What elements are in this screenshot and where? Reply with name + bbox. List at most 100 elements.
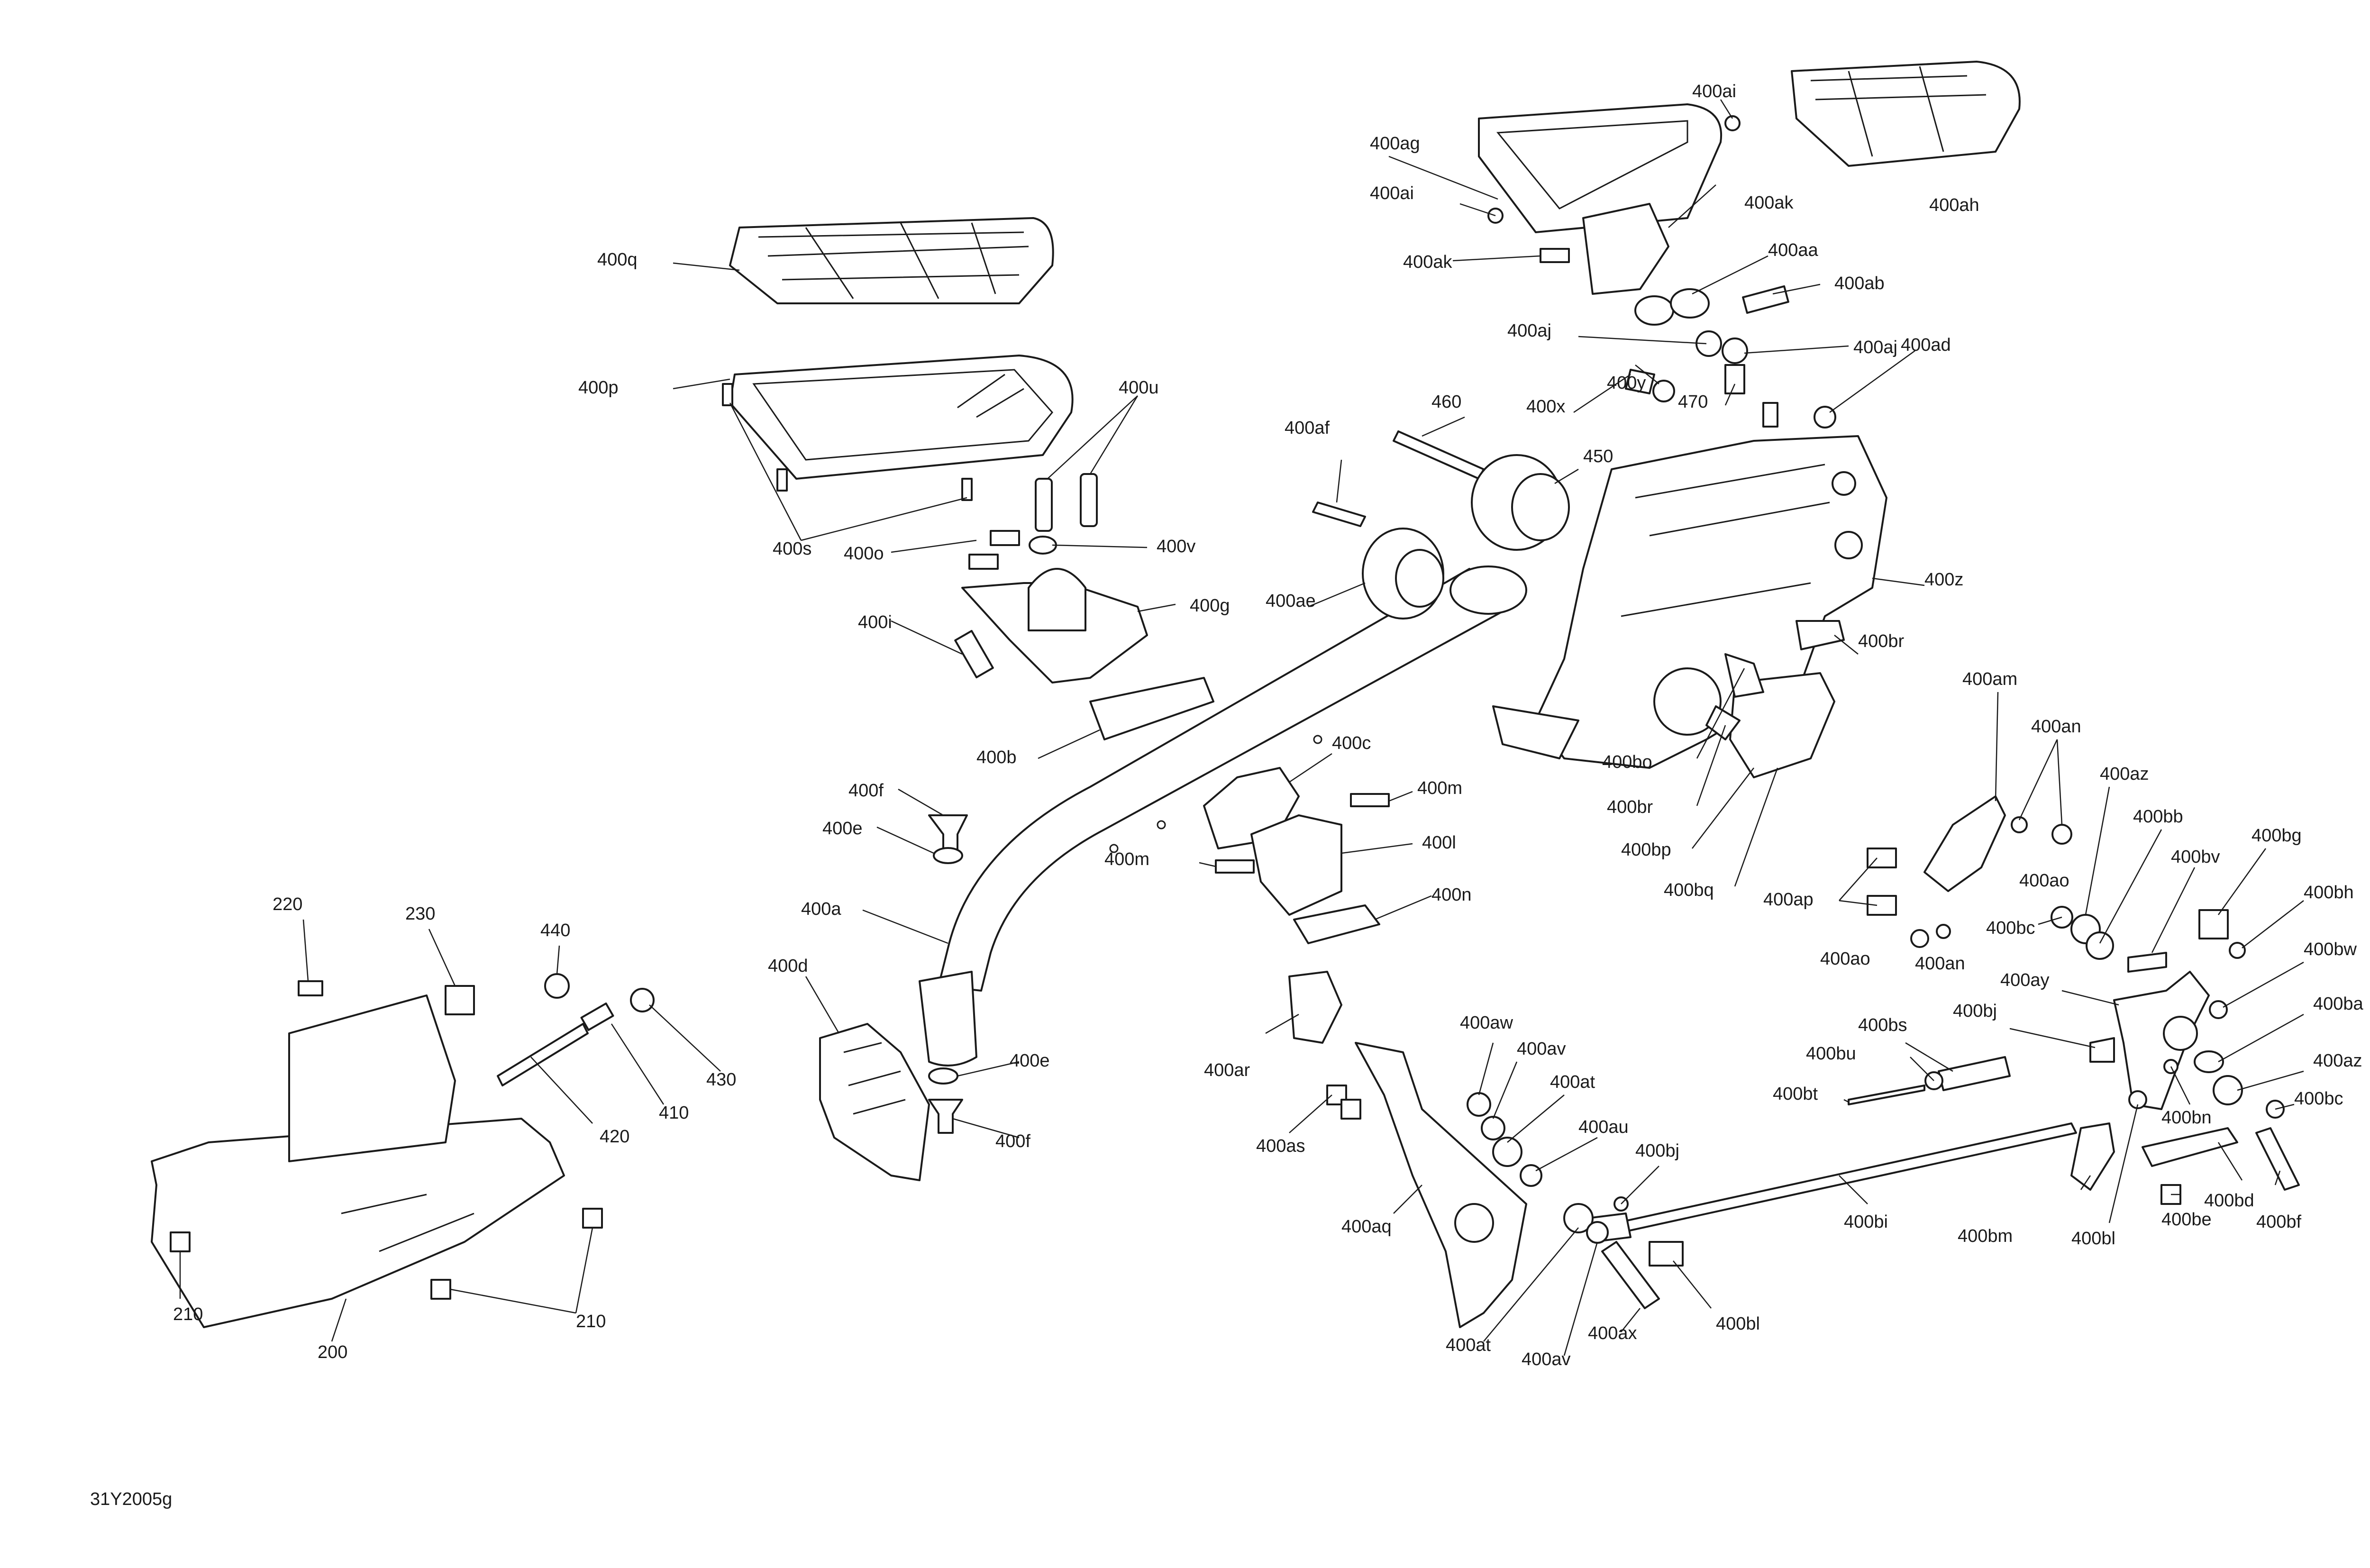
footrest-pad-400q: [729, 217, 1054, 304]
clip-230: [445, 985, 475, 1015]
callout-label: 400am: [1962, 669, 2017, 689]
callout-label: 220: [273, 894, 302, 914]
bolt-400u-b: [1080, 473, 1098, 527]
callout-label: 400be: [2161, 1210, 2212, 1230]
callout-label: 400ah: [1929, 195, 1979, 215]
bolt-470-b: [1762, 402, 1778, 428]
spacer-400ba: [2194, 1050, 2224, 1073]
callout-label: 400y: [1607, 373, 1646, 393]
screw-400br-b: [1705, 705, 1741, 740]
footrest-pad-400ah: [1791, 61, 2021, 167]
nut-400an-b: [1936, 924, 1951, 939]
callout-label: 400ak: [1403, 252, 1453, 272]
sleeve-400a-end: [919, 971, 977, 1067]
callout-label: 400bd: [2204, 1191, 2254, 1211]
callout-label: 210: [173, 1304, 203, 1324]
clamp-400l: [1250, 814, 1342, 916]
callout-label: 400bm: [1958, 1226, 2013, 1246]
link-400bd: [2142, 1127, 2238, 1167]
callout-label: 450: [1583, 447, 1613, 466]
bracket-400am: [1923, 795, 2006, 892]
callout-label: 400ai: [1692, 82, 1736, 101]
callout-label: 400bb: [2133, 807, 2183, 827]
pin-400ab: [1742, 285, 1789, 314]
nut-400bl-right: [2128, 1090, 2147, 1109]
callout-label: 400bl: [1716, 1314, 1760, 1334]
pedal-pad-400ar: [1288, 971, 1342, 1044]
screw-400m-a: [1350, 793, 1390, 807]
clip-400ap-b: [1867, 895, 1897, 916]
callout-label: 400f: [848, 781, 884, 801]
pedal-arm-400aq: [1355, 1042, 1527, 1328]
bracket-400d: [819, 1023, 930, 1181]
callout-label: 400ar: [1204, 1060, 1250, 1080]
bushing-400av: [1481, 1116, 1505, 1140]
clip-400ap-a: [1867, 848, 1897, 868]
footrest-frame-400p: [729, 355, 1074, 480]
callout-label: 400ai: [1370, 183, 1414, 203]
callout-label: 400bf: [2256, 1212, 2302, 1232]
spring-400bm: [2070, 1122, 2115, 1191]
callout-label: 400ax: [1588, 1323, 1637, 1343]
callout-label: 230: [405, 904, 435, 924]
callout-label: 400n: [1431, 885, 1472, 905]
callout-label: 400ao: [2019, 871, 2069, 891]
callout-label: 400v: [1157, 537, 1195, 556]
callout-label: 400u: [1119, 378, 1159, 398]
nut-400ao-b: [1910, 929, 1929, 948]
spacer-400au: [1520, 1164, 1542, 1187]
callout-label: 430: [706, 1070, 736, 1090]
callout-label: 400l: [1422, 833, 1456, 853]
clip-400bg: [2198, 909, 2229, 939]
callout-label: 400au: [1578, 1117, 1629, 1137]
callout-label: 400p: [578, 378, 619, 398]
callout-label: 400bc: [2294, 1089, 2343, 1109]
callout-label: 400ba: [2313, 994, 2364, 1014]
screw-210-a: [170, 1231, 191, 1252]
callout-label: 400bq: [1664, 880, 1714, 900]
bushing-400ae: [1362, 528, 1444, 620]
screw-400ak: [1540, 248, 1570, 263]
washer-400e-top: [933, 847, 963, 864]
bolt-420: [497, 1023, 589, 1086]
guard-200: [151, 994, 565, 1328]
nut-400an-a: [2011, 816, 2028, 833]
figure-code: 31Y2005g: [90, 1489, 172, 1509]
callout-label: 400bo: [1602, 752, 1652, 772]
callout-label: 400br: [1858, 631, 1905, 651]
callout-label: 400ad: [1901, 335, 1951, 355]
knob-400aj-b: [1722, 337, 1748, 364]
callout-label: 400aj: [1853, 337, 1897, 357]
callout-label: 400q: [597, 250, 638, 270]
nut-400y: [1652, 380, 1675, 402]
callout-label: 400a: [801, 899, 841, 919]
bushing-400aa-a: [1634, 295, 1674, 326]
callout-labels: 400q 400p 400u 400s 400o 400v 400g 400i …: [173, 82, 2364, 1369]
callout-label: 400bc: [1986, 918, 2035, 938]
callout-label: 400ag: [1370, 134, 1420, 154]
leader-lines: [179, 99, 2304, 1356]
callout-label: 400o: [844, 544, 884, 564]
callout-label: 400av: [1517, 1039, 1566, 1059]
callout-label: 400bs: [1858, 1015, 1907, 1035]
callout-label: 400ak: [1744, 193, 1794, 213]
pin-400i: [954, 630, 994, 678]
bearing-400at-b: [1563, 1203, 1594, 1233]
callout-label: 400bj: [1635, 1141, 1679, 1161]
bolt-400ax: [1601, 1241, 1660, 1309]
nut-400bl-left: [1649, 1241, 1684, 1267]
callout-label: 400g: [1190, 596, 1230, 616]
screw-400bh: [2229, 942, 2246, 959]
bolt-460: [1393, 430, 1485, 480]
callout-label: 400m: [1417, 778, 1462, 798]
callout-label: 400at: [1550, 1072, 1595, 1092]
callout-label: 440: [540, 921, 570, 940]
spacer-410: [580, 1003, 614, 1031]
screw-400s-c: [961, 478, 973, 501]
screw-400bt: [1848, 1085, 1925, 1105]
callout-label: 400af: [1285, 418, 1330, 438]
callout-label: 200: [318, 1342, 347, 1362]
bushing-450: [1471, 454, 1570, 551]
callout-label: 400ap: [1763, 890, 1814, 910]
